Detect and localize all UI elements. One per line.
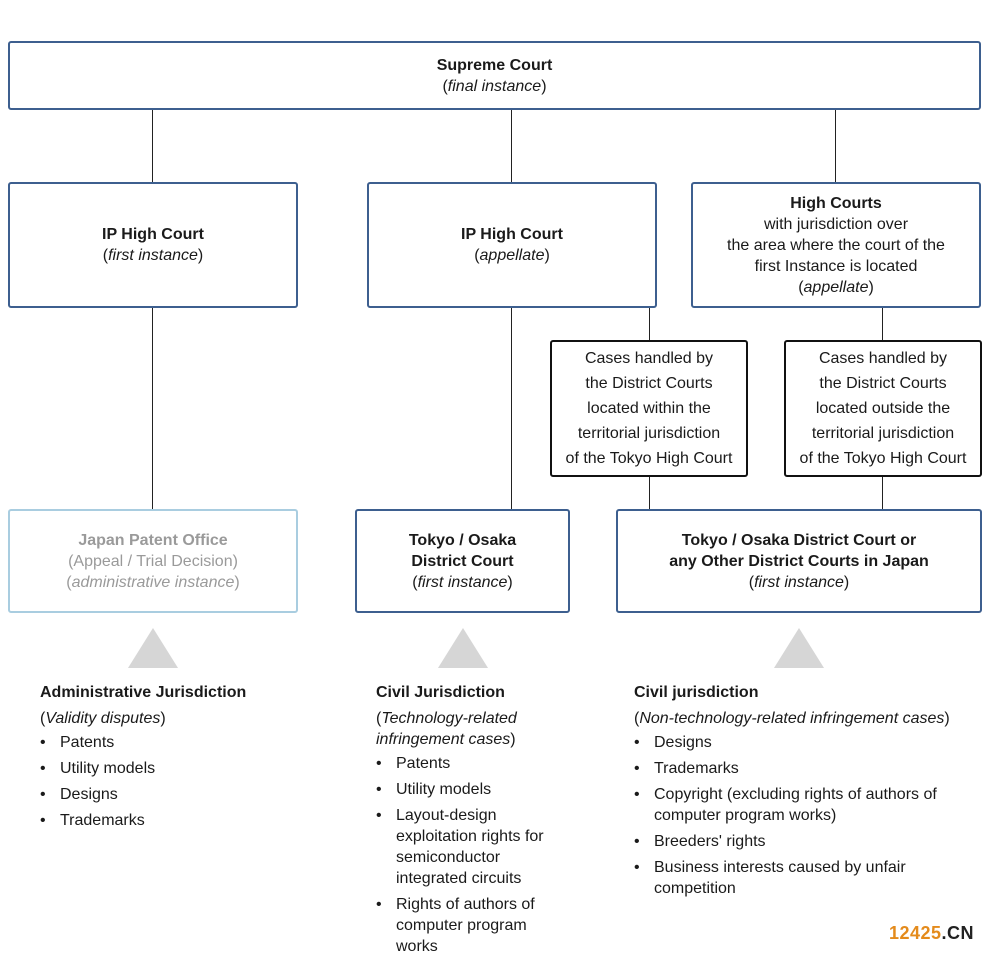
civil-tech-heading: Civil Jurisdiction — [376, 684, 505, 701]
jpo-line1: (Appeal / Trial Decision) — [68, 552, 238, 570]
cases-within-box: Cases handled by the District Courts loc… — [550, 340, 748, 477]
connector-supreme-high-courts — [835, 109, 836, 183]
ip-high-court-first-instance: (first instance) — [102, 247, 204, 264]
civil-tech-list: •Patents •Utility models •Layout-design … — [376, 753, 561, 957]
japan-patent-office-box: Japan Patent Office (Appeal / Trial Deci… — [8, 509, 298, 613]
other-district-title2: any Other District Courts in Japan — [669, 552, 929, 570]
cases-within-line1: Cases handled by — [584, 350, 714, 367]
supreme-court-box: Supreme Court (final instance) — [8, 41, 981, 110]
supreme-court-instance: (final instance) — [442, 77, 547, 95]
other-district-title1: Tokyo / Osaka District Court or — [681, 531, 917, 549]
civil-nontech-jurisdiction-section: Civil jurisdiction (Non-technology-relat… — [634, 682, 974, 904]
list-item: •Breeders' rights — [634, 833, 766, 850]
tokyo-osaka-instance: (first instance) — [412, 573, 513, 591]
cases-outside-line1: Cases handled by — [818, 350, 948, 367]
ip-high-court-appellate-instance: (appellate) — [474, 247, 550, 264]
list-item: •Patents — [376, 755, 451, 772]
cases-outside-line2: the District Courts — [819, 375, 947, 392]
cases-within-line3: located within the — [587, 400, 711, 417]
high-courts-title: High Courts — [790, 194, 882, 212]
admin-jurisdiction-subtitle: (Validity disputes) — [40, 710, 166, 727]
list-item: •Designs — [634, 734, 712, 751]
civil-nontech-subtitle: (Non-technology-related infringement cas… — [634, 710, 950, 727]
high-courts-line1: with jurisdiction over — [763, 215, 909, 233]
connector-supreme-ip-appellate — [511, 109, 512, 183]
high-courts-box: High Courts with jurisdiction over the a… — [691, 182, 981, 308]
admin-jurisdiction-section: Administrative Jurisdiction (Validity di… — [40, 682, 300, 836]
list-item: •Business interests caused by unfair com… — [634, 859, 906, 897]
list-item: •Trademarks — [634, 760, 739, 777]
admin-jurisdiction-heading: Administrative Jurisdiction — [40, 684, 247, 701]
list-item: •Layout-design exploitation rights for s… — [376, 807, 544, 887]
other-district-courts-box: Tokyo / Osaka District Court or any Othe… — [616, 509, 982, 613]
list-item: •Designs — [40, 786, 118, 803]
tokyo-osaka-title1: Tokyo / Osaka — [408, 531, 517, 549]
list-item: •Trademarks — [40, 812, 145, 829]
connector-cases-within-other-district — [649, 476, 650, 509]
supreme-court-title: Supreme Court — [436, 56, 553, 74]
high-courts-instance: (appellate) — [798, 278, 874, 296]
connector-ip-appellate-tokyo-osaka — [511, 307, 512, 509]
high-courts-line2: the area where the court of the — [727, 236, 945, 254]
cases-within-line4: territorial jurisdiction — [577, 425, 721, 442]
triangle-civil-nontech-icon — [774, 628, 824, 668]
jpo-instance: (administrative instance) — [66, 573, 240, 591]
connector-ip-appellate-cases-within — [649, 307, 650, 340]
ip-high-court-appellate-title: IP High Court — [461, 226, 563, 243]
cases-outside-line3: located outside the — [815, 400, 951, 417]
cases-outside-box: Cases handled by the District Courts loc… — [784, 340, 982, 477]
cases-outside-line4: territorial jurisdiction — [811, 425, 955, 442]
ip-high-court-first-title: IP High Court — [102, 226, 204, 243]
list-item: •Utility models — [40, 760, 156, 777]
ip-high-court-appellate-box: IP High Court (appellate) — [367, 182, 657, 308]
list-item: •Copyright (excluding rights of authors … — [634, 786, 937, 824]
civil-nontech-list: •Designs •Trademarks •Copyright (excludi… — [634, 732, 949, 899]
triangle-admin-icon — [128, 628, 178, 668]
high-courts-line3: first Instance is located — [754, 257, 918, 275]
watermark: 12425.CN — [888, 923, 974, 943]
list-item: •Rights of authors of computer program w… — [376, 896, 535, 955]
civil-nontech-heading: Civil jurisdiction — [634, 684, 759, 701]
cases-within-line5: of the Tokyo High Court — [565, 450, 733, 467]
other-district-instance: (first instance) — [748, 573, 850, 591]
admin-jurisdiction-list: •Patents •Utility models •Designs •Trade… — [40, 732, 300, 831]
connector-supreme-ip-first — [152, 109, 153, 183]
triangle-civil-tech-icon — [438, 628, 488, 668]
connector-cases-outside-other-district — [882, 476, 883, 509]
tokyo-osaka-district-court-box: Tokyo / Osaka District Court (first inst… — [355, 509, 570, 613]
connector-high-courts-cases-outside — [882, 307, 883, 340]
connector-ip-first-jpo — [152, 307, 153, 509]
jpo-title: Japan Patent Office — [78, 531, 228, 549]
list-item: •Utility models — [376, 781, 492, 798]
list-item: •Patents — [40, 734, 115, 751]
cases-outside-line5: of the Tokyo High Court — [799, 450, 967, 467]
cases-within-line2: the District Courts — [585, 375, 713, 392]
ip-high-court-first-box: IP High Court (first instance) — [8, 182, 298, 308]
tokyo-osaka-title2: District Court — [411, 552, 514, 570]
